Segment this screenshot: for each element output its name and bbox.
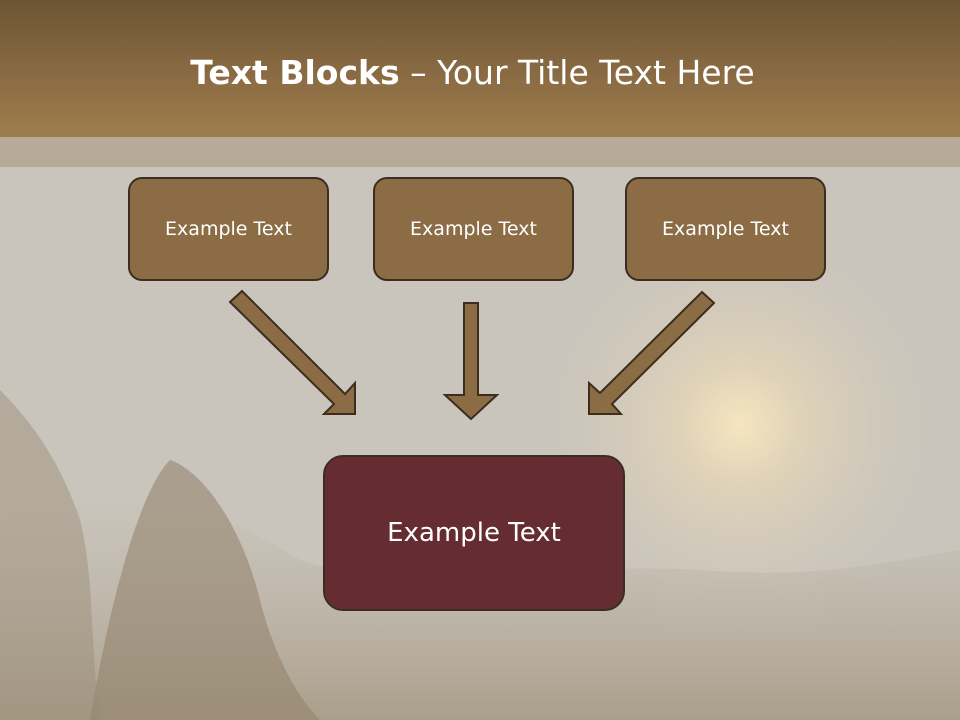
slide-title-rest: – Your Title Text Here <box>399 53 755 92</box>
text-block-center[interactable]: Example Text <box>373 177 574 281</box>
arrow-down-center <box>442 302 500 421</box>
title-underband <box>0 137 960 167</box>
title-bar <box>0 0 960 137</box>
arrow-right-to-center <box>588 290 716 415</box>
text-block-right[interactable]: Example Text <box>625 177 826 281</box>
text-block-main[interactable]: Example Text <box>323 455 625 611</box>
text-block-left[interactable]: Example Text <box>128 177 329 281</box>
slide-title: Text Blocks – Your Title Text Here <box>0 53 945 92</box>
arrow-left-to-center <box>228 289 356 415</box>
slide-title-bold: Text Blocks <box>190 53 400 92</box>
